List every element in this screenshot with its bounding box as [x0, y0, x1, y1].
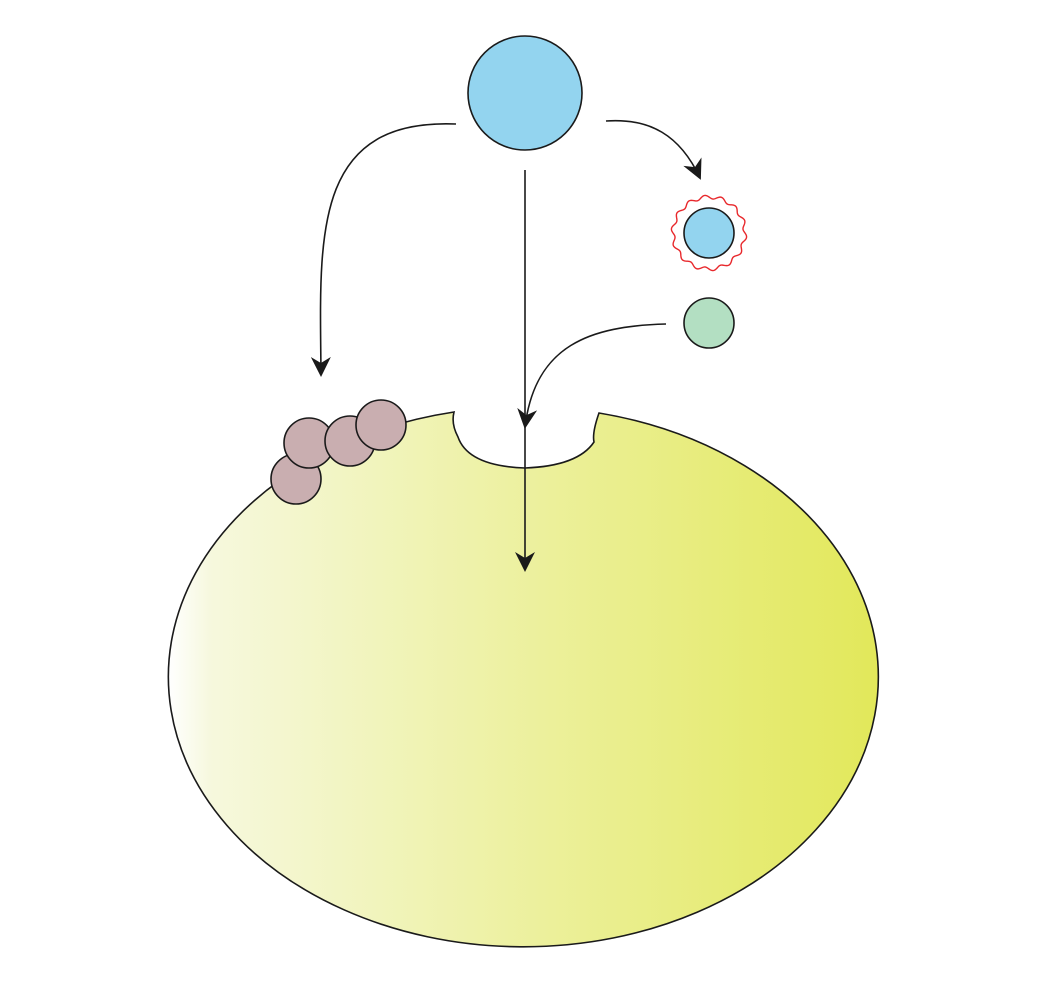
arrow-to-cluster	[310, 123, 457, 377]
source-molecule	[467, 35, 583, 151]
cell	[167, 411, 880, 948]
wrapped-molecule-core	[683, 207, 735, 259]
arrow-to-wrapped-molecule	[605, 119, 702, 180]
wavy-ring	[670, 194, 748, 272]
cluster-particle	[355, 399, 407, 451]
arrow-green-to-notch	[517, 323, 667, 429]
particle-cluster	[270, 399, 407, 505]
green-molecule	[683, 297, 735, 349]
wrapped-molecule	[670, 194, 748, 272]
